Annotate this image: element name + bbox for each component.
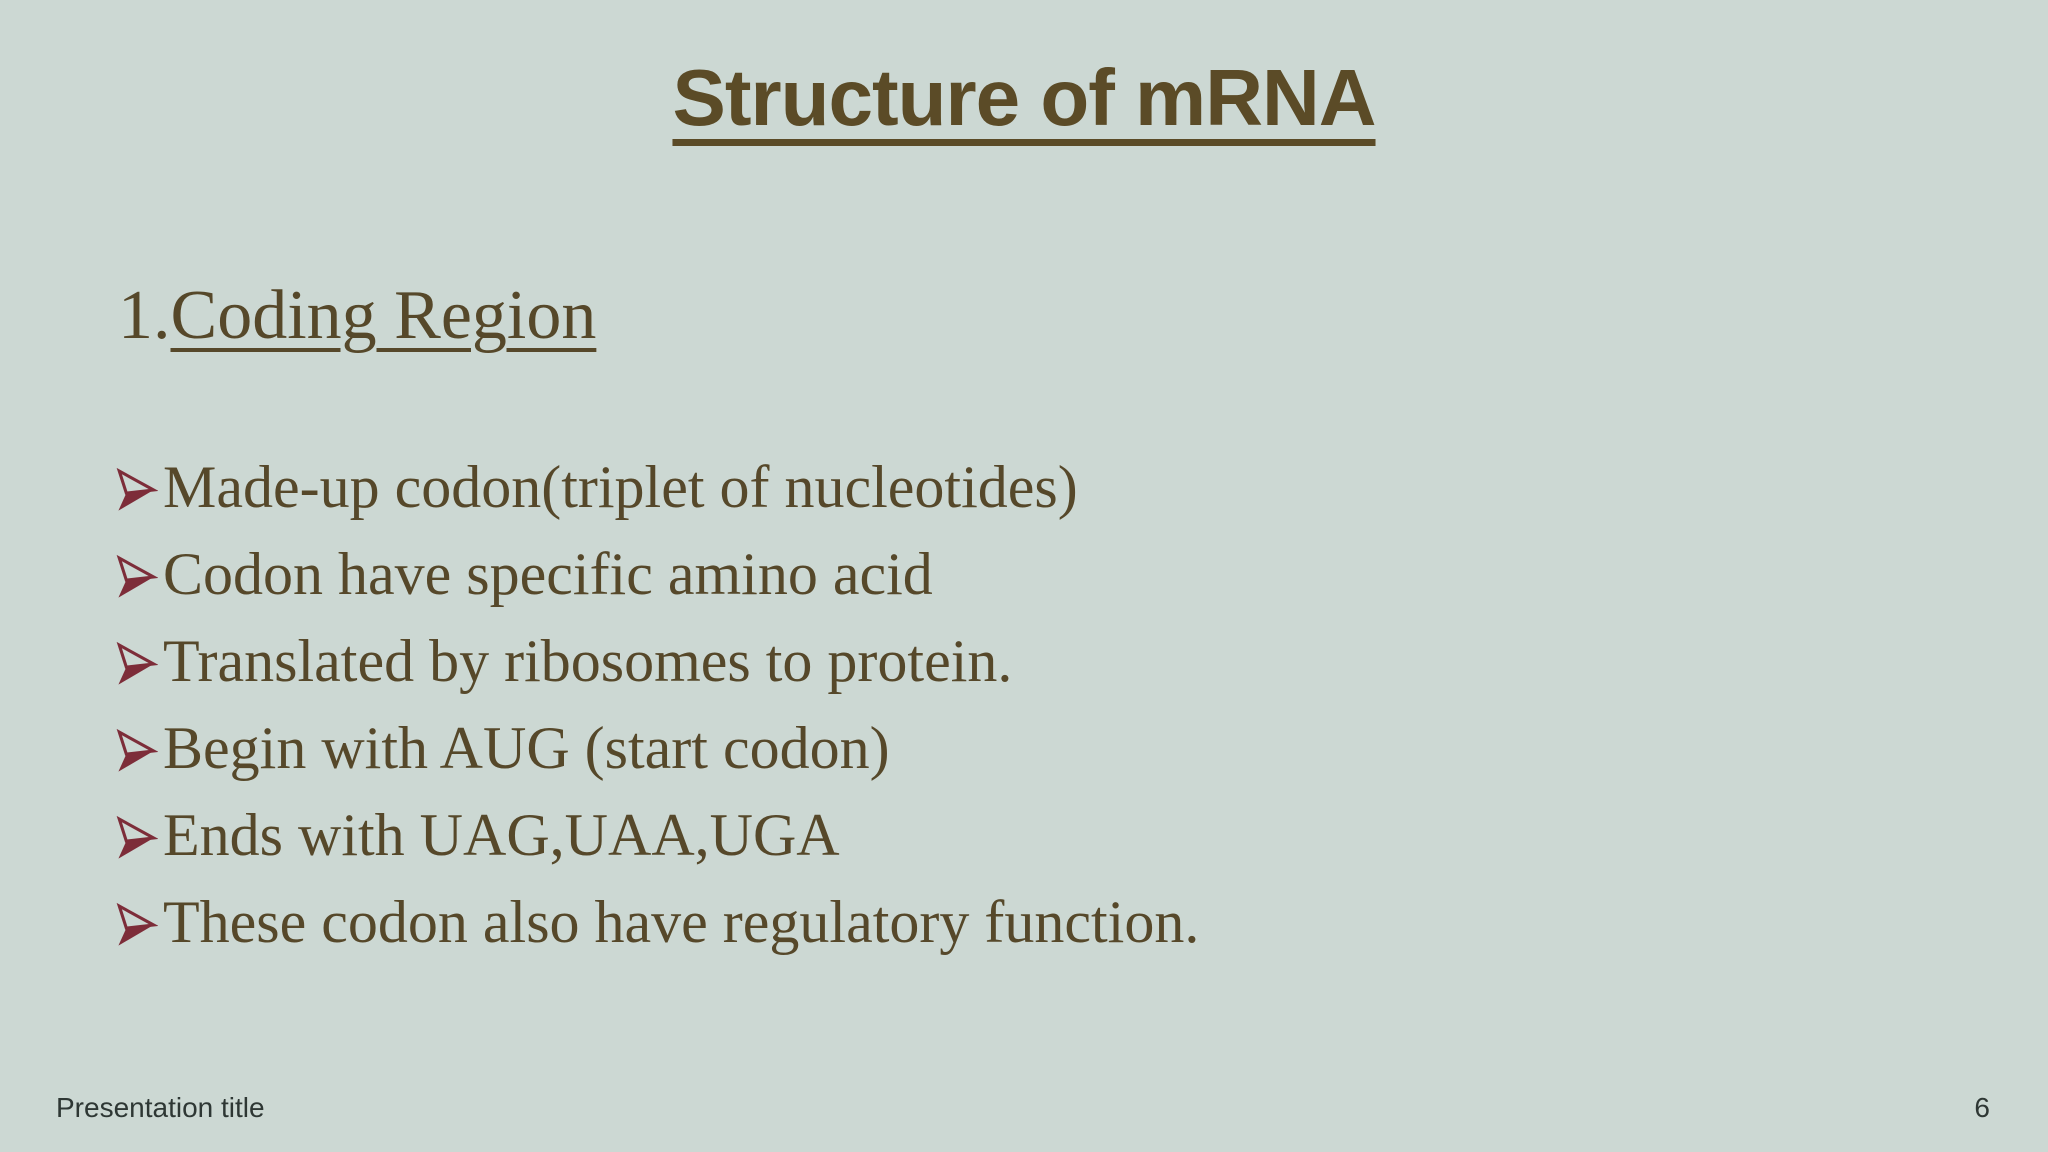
bullet-item: Ends with UAG,UAA,UGA [114,792,1199,879]
bullet-item: Begin with AUG (start codon) [114,705,1199,792]
bullet-text: Translated by ribosomes to protein. [163,628,1013,694]
arrowhead-bullet-icon [116,902,158,946]
bullet-text: Begin with AUG (start codon) [163,715,890,781]
arrowhead-bullet-icon [116,641,158,685]
bullet-item: Codon have specific amino acid [114,531,1199,618]
bullet-text: These codon also have regulatory functio… [163,889,1200,955]
bullet-item: Made-up codon(triplet of nucleotides) [114,444,1199,531]
arrowhead-bullet-icon [116,467,158,511]
arrowhead-bullet-icon [116,554,158,598]
slide-title: Structure of mRNA [0,52,2048,144]
section-heading: 1.Coding Region [118,276,596,356]
bullet-item: Translated by ribosomes to protein. [114,618,1199,705]
slide-title-text: Structure of mRNA [672,53,1376,142]
bullet-list: Made-up codon(triplet of nucleotides) Co… [114,444,1199,966]
bullet-text: Made-up codon(triplet of nucleotides) [163,454,1078,520]
bullet-text: Codon have specific amino acid [163,541,933,607]
arrowhead-bullet-icon [116,728,158,772]
footer-presentation-title: Presentation title [56,1092,265,1123]
footer-page-number: 6 [1974,1092,1990,1123]
bullet-text: Ends with UAG,UAA,UGA [163,802,840,868]
bullet-item: These codon also have regulatory functio… [114,879,1199,966]
section-heading-number: 1. [118,277,171,354]
section-heading-text: Coding Region [170,277,597,354]
arrowhead-bullet-icon [116,815,158,859]
